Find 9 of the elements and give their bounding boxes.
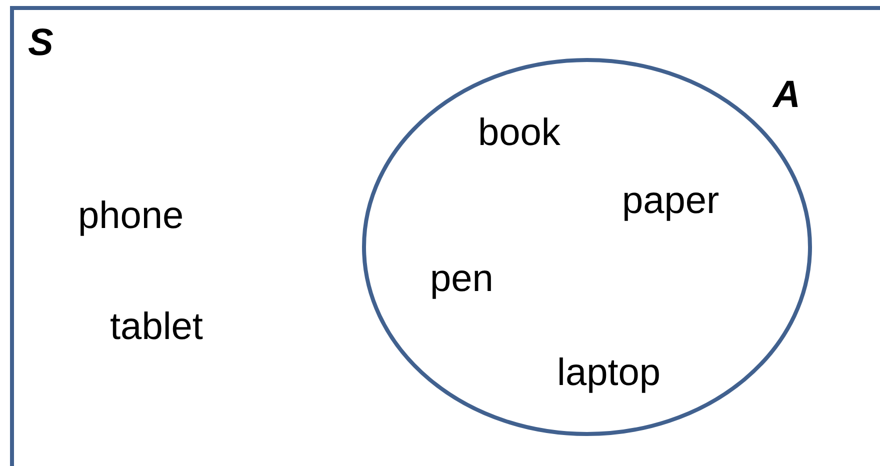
element-label: paper (622, 182, 720, 220)
element-label: laptop (557, 354, 661, 392)
universal-set-box (10, 6, 880, 466)
set-label: A (773, 76, 800, 114)
element-label: tablet (110, 308, 203, 346)
element-label: phone (78, 197, 184, 235)
element-label: book (478, 114, 560, 152)
set-label: S (28, 24, 54, 62)
element-label: pen (430, 260, 494, 298)
